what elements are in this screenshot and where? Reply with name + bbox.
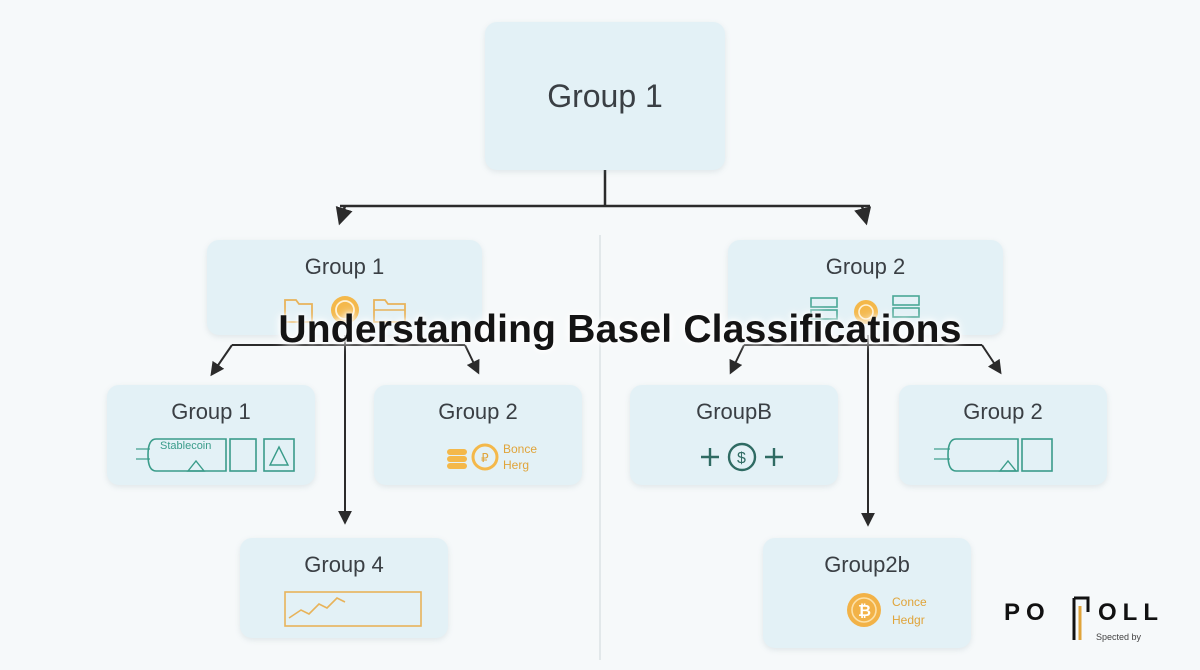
node-group2-left-label: GroupB (696, 399, 772, 424)
plus-icon (765, 448, 783, 466)
arrow-root-group2 (854, 205, 872, 226)
node-group2b: Group2b ₿ Conce Hedgr (763, 538, 971, 648)
svg-text:₿: ₿ (858, 602, 871, 620)
conce-text: Conce (892, 595, 927, 609)
node-group2-label: Group 2 (825, 254, 906, 279)
coin-icon (853, 300, 878, 324)
node-group1: Group 1 (207, 240, 482, 335)
logo-mark-icon (1072, 596, 1090, 640)
connector-group2 (744, 335, 982, 346)
svg-text:$: $ (737, 450, 746, 467)
coin-icon: ₽ (471, 443, 499, 471)
node-group4: Group 4 (240, 538, 448, 638)
node-group4-label: Group 4 (304, 552, 384, 577)
arrow-group2-right (981, 344, 1002, 375)
brand-logo: PO OLL Spected by (1004, 596, 1164, 642)
server-icon (891, 295, 920, 318)
warning-icon (263, 438, 295, 472)
arrow-group1-left (210, 344, 233, 377)
arrow-root-group1 (335, 205, 353, 226)
coin-stack-icon (447, 449, 467, 469)
card-icon (1021, 438, 1053, 472)
dollar-coin-icon: $ (727, 442, 757, 472)
connector-group1 (232, 335, 465, 346)
arrow-group2-left (729, 344, 745, 375)
node-group1-right-label: Group 2 (438, 399, 518, 424)
logo-subtitle: Spected by (1096, 632, 1142, 642)
node-group2-right-label: Group 2 (963, 399, 1043, 424)
svg-text:₽: ₽ (481, 451, 489, 465)
node-root: Group 1 (485, 22, 725, 170)
hedgr-text: Hedgr (892, 613, 925, 627)
plus-icon (701, 448, 719, 466)
node-group2-left: GroupB $ (630, 385, 838, 485)
line-chart-icon (284, 591, 422, 627)
server-icon (809, 297, 838, 320)
node-group2b-label: Group2b (824, 552, 910, 577)
card-icon (229, 438, 257, 472)
node-group1-label: Group 1 (304, 254, 385, 279)
bitcoin-icon: ₿ (847, 593, 881, 627)
stablecoin-text: Stablecoin (160, 440, 211, 452)
node-group2-right: Group 2 (899, 385, 1107, 485)
folder-icon (372, 299, 406, 323)
node-root-label: Group 1 (547, 77, 663, 114)
connector-root (340, 170, 870, 208)
logo-letters-right: OLL (1098, 599, 1164, 626)
stablecoin-card-icon: Stablecoin (136, 438, 227, 472)
node-group1-left: Group 1 Stablecoin (107, 385, 315, 485)
coin-icon (330, 296, 359, 324)
logo-letters-left: PO (1004, 599, 1051, 626)
node-group2: Group 2 (728, 240, 1003, 335)
stablecoin-card-icon (934, 438, 1019, 472)
folder-icon (283, 299, 313, 323)
node-group1-left-label: Group 1 (171, 399, 251, 424)
arrow-group1-right (464, 344, 480, 375)
bonce-text: Bonce (503, 442, 537, 456)
herg-text: Herg (503, 458, 529, 472)
node-group1-right: Group 2 ₽ Bonce Herg (374, 385, 582, 485)
